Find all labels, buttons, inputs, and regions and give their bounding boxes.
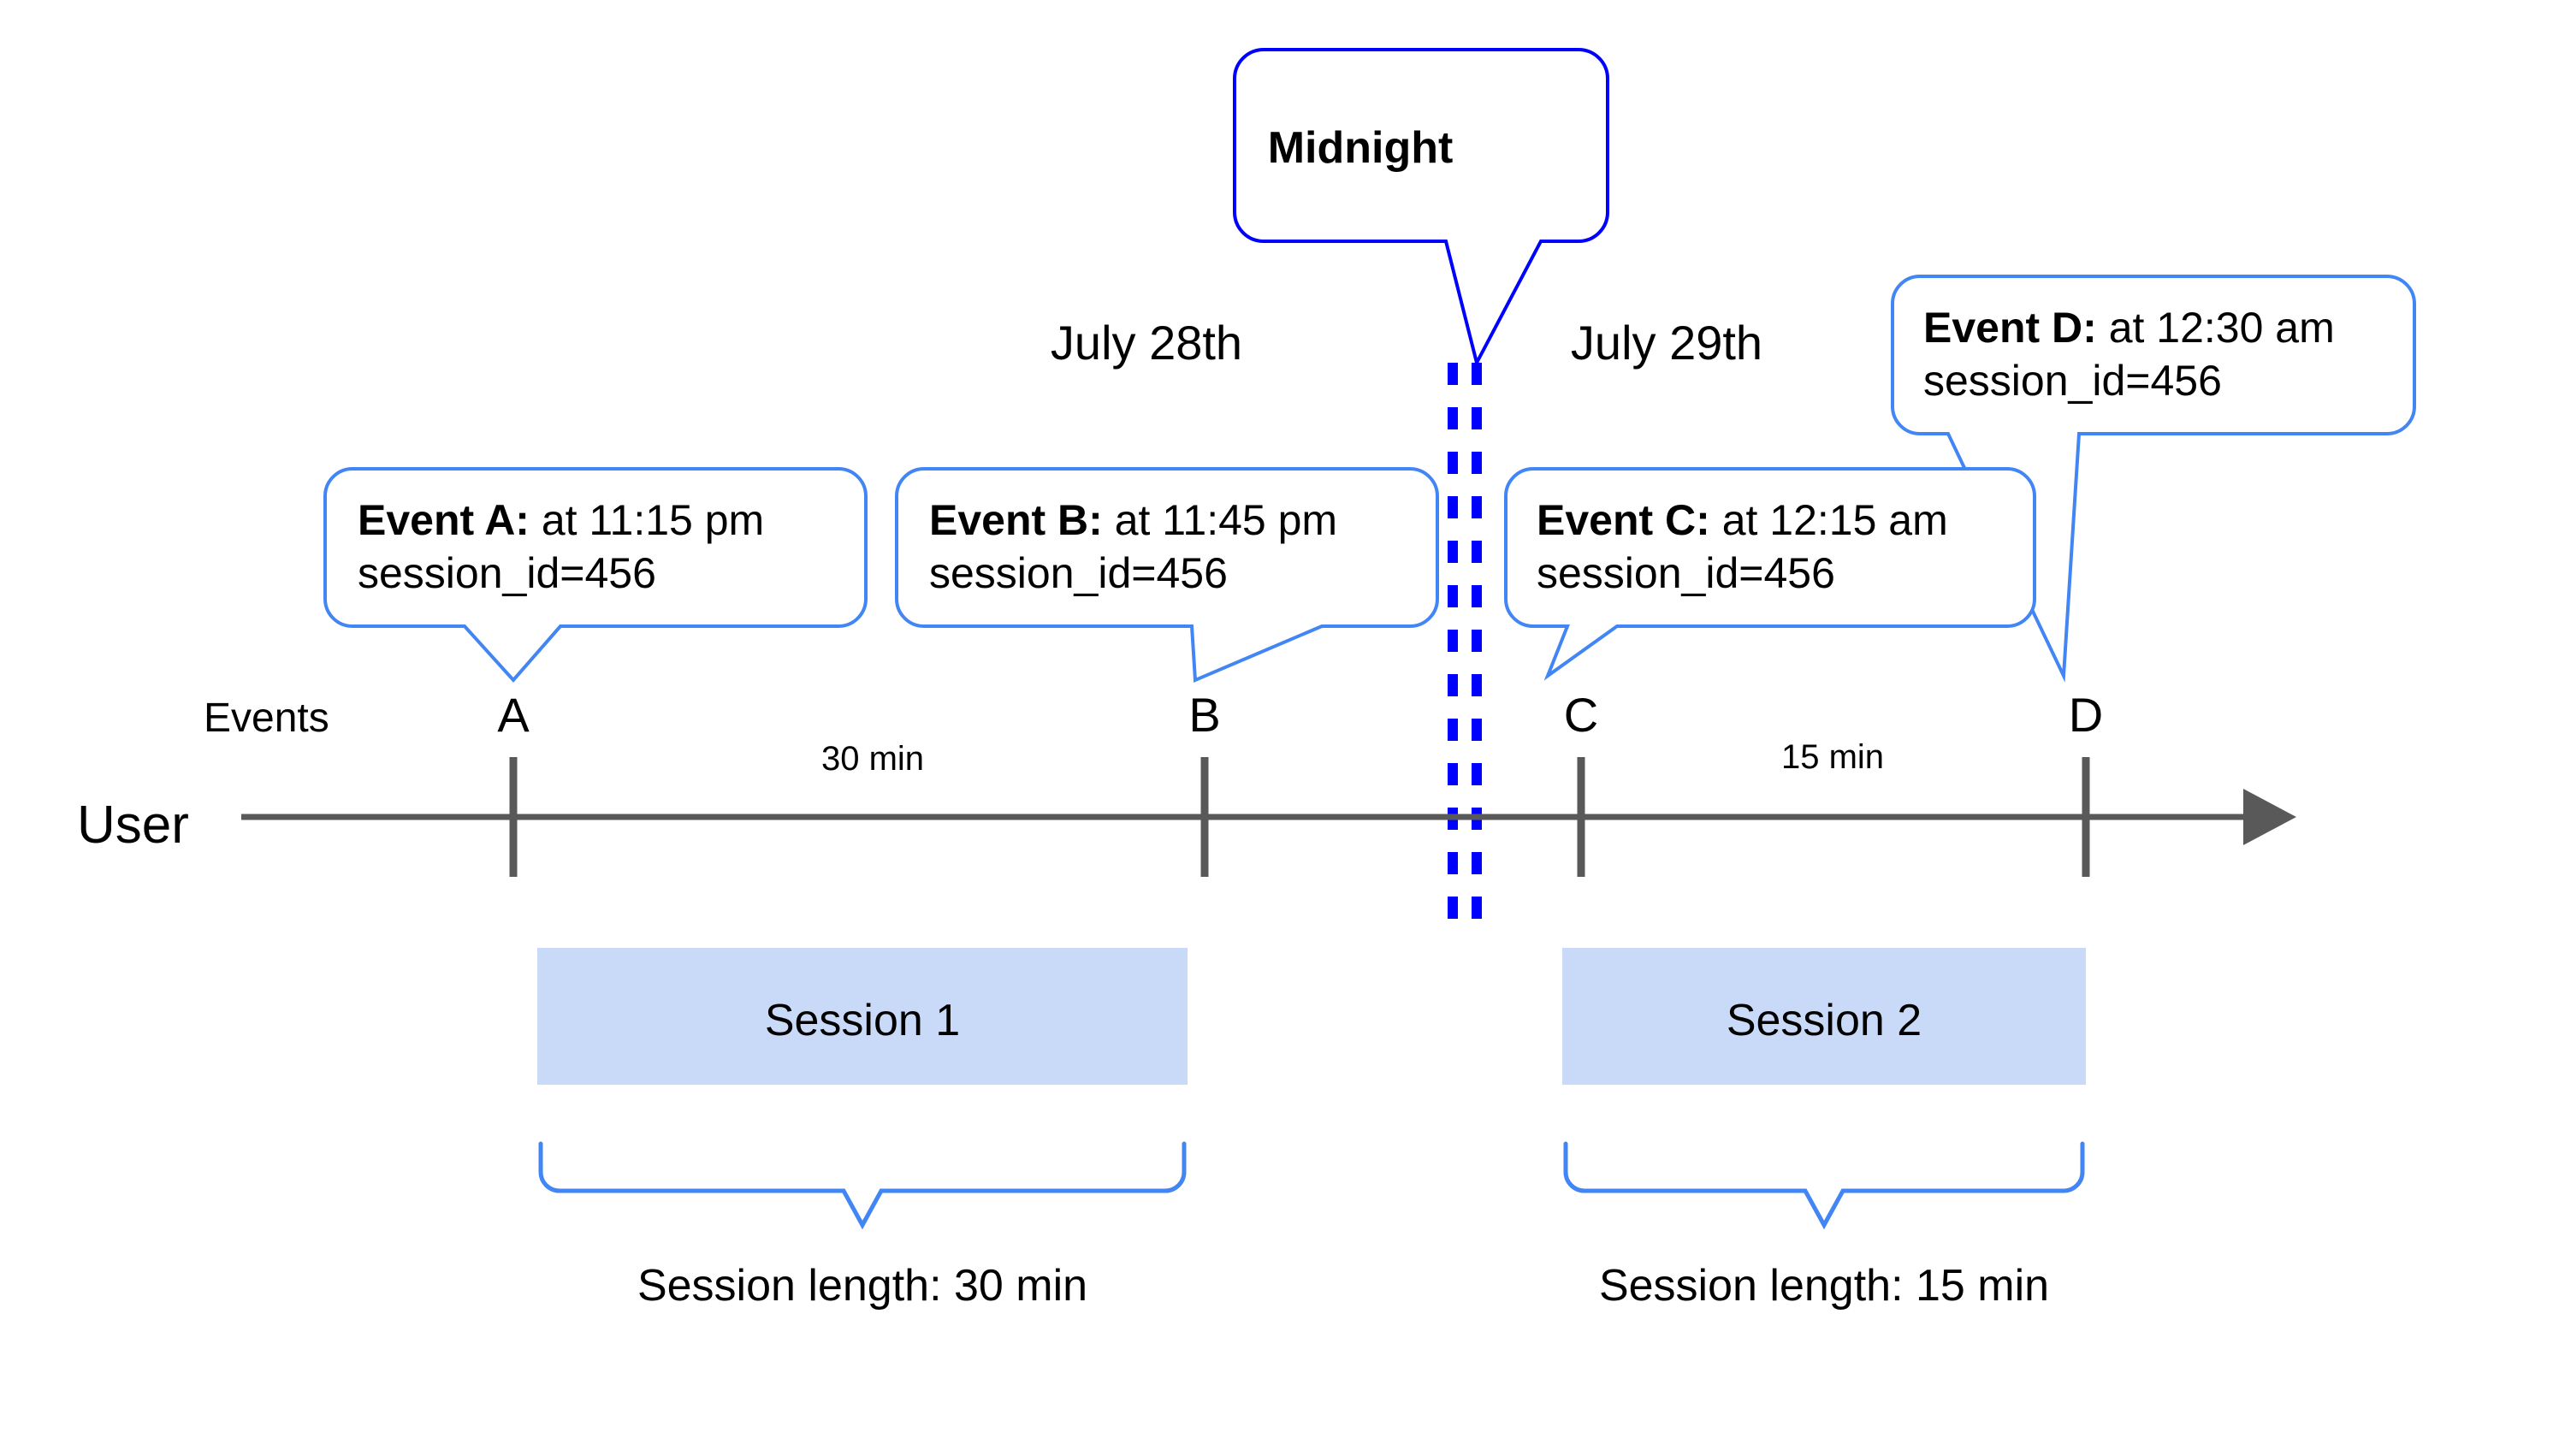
callout-event-c-bold: Event C: [1537,496,1710,544]
date-label-left: July 28th [1051,316,1242,370]
callout-midnight[interactable]: Midnight [1233,48,1609,368]
timeline-axis [241,757,2296,877]
session-2-group[interactable]: Session 2 Session length: 15 min [1562,948,2086,1311]
callout-event-a-line2: session_id=456 [358,549,656,597]
axis-arrow-head [2243,789,2296,845]
gap-label-cd: 15 min [1781,738,1884,776]
callout-event-c-line1: Event C: at 12:15 am [1537,496,1948,544]
marker-label-d: D [2069,688,2103,742]
user-row-label: User [77,796,189,855]
session-1-group[interactable]: Session 1 Session length: 30 min [537,948,1188,1311]
callout-event-d-line1: Event D: at 12:30 am [1923,304,2335,352]
callout-event-d-line2: session_id=456 [1923,357,2222,405]
session-1-length-label: Session length: 30 min [637,1261,1087,1311]
callout-event-a-shape [323,467,868,684]
callout-midnight-label: Midnight [1268,123,1454,173]
session-1-brace [538,1141,1187,1230]
session-2-length-label: Session length: 15 min [1599,1261,2049,1311]
callout-event-a-line1: Event A: at 11:15 pm [358,496,764,544]
marker-label-a: A [497,688,530,742]
session-1-label: Session 1 [765,996,960,1045]
callout-event-c[interactable]: Event C: at 12:15 am session_id=456 [1504,467,2036,681]
callout-event-c-rest: at 12:15 am [1710,496,1948,544]
session-2-label: Session 2 [1727,996,1922,1045]
date-label-right: July 29th [1571,316,1762,370]
session-2-brace [1563,1141,2085,1230]
callout-event-b-rest: at 11:45 pm [1103,496,1337,544]
marker-label-b: B [1188,688,1220,742]
gap-label-ab: 30 min [821,740,924,778]
callout-event-a[interactable]: Event A: at 11:15 pm session_id=456 [323,467,868,684]
callout-event-a-bold: Event A: [358,496,530,544]
callout-event-a-rest: at 11:15 pm [530,496,764,544]
callout-event-b[interactable]: Event B: at 11:45 pm session_id=456 [895,467,1439,683]
session-1-box [537,948,1188,1085]
callout-event-d-bold: Event D: [1923,304,2097,352]
callout-midnight-shape [1233,48,1609,368]
callout-event-b-shape [895,467,1439,683]
events-row-label: Events [204,695,329,741]
session-2-box [1562,948,2086,1085]
callout-event-c-line2: session_id=456 [1537,549,1835,597]
callout-event-b-line2: session_id=456 [929,549,1228,597]
midnight-boundary-lines [1448,363,1482,932]
callout-event-b-bold: Event B: [929,496,1103,544]
marker-label-c: C [1564,688,1598,742]
callout-event-c-shape [1504,467,2036,681]
callout-event-b-line1: Event B: at 11:45 pm [929,496,1337,544]
callout-event-d-rest: at 12:30 am [2097,304,2335,352]
